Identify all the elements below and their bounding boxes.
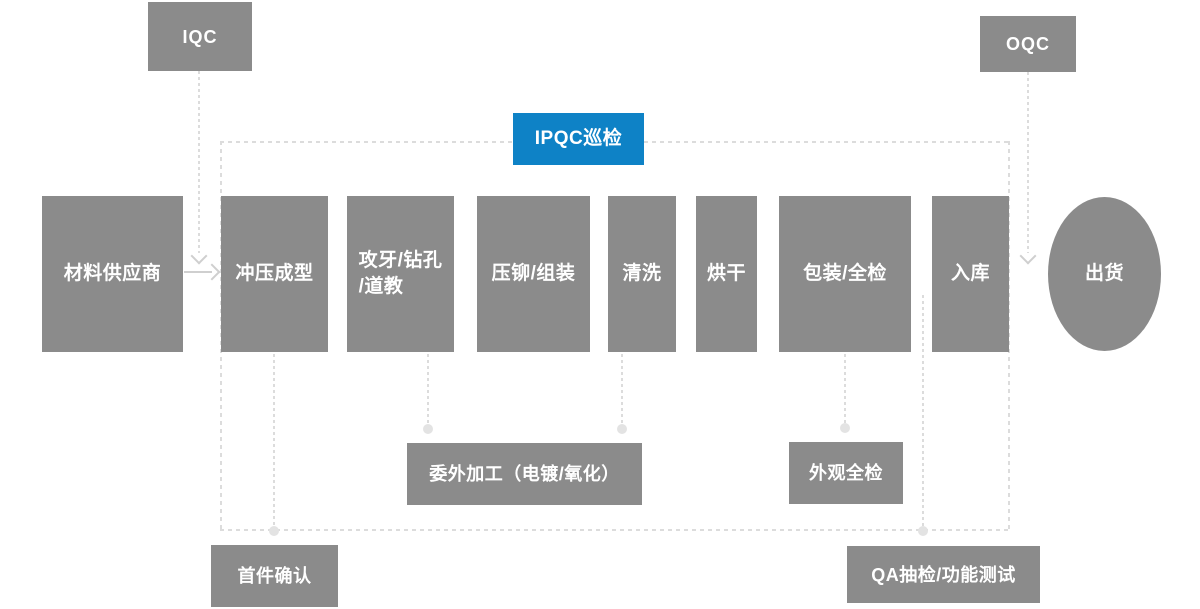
arrow-supplier-to-stamping [184,271,212,273]
first-article-label: 首件确认 [237,566,312,586]
node-outsourcing-process: 委外加工（电镀/氧化） [407,443,642,505]
oqc-label: OQC [1005,34,1050,54]
connector-stamping-to-first-article [273,354,275,527]
flow-step-stamping: 冲压成型 [221,196,328,352]
flow-step-drying: 烘干 [696,196,757,352]
node-iqc: IQC [148,2,252,71]
tapping-drilling-label: 攻牙/钻孔 /道教 [358,250,443,297]
warehousing-label: 入库 [950,263,990,284]
flow-step-packaging-inspection: 包装/全检 [779,196,911,352]
arrowhead-down-icon [1019,247,1037,265]
node-ipqc-inspection: IPQC巡检 [513,113,644,165]
connector-dot [918,526,928,536]
flow-step-cleaning: 清洗 [608,196,676,352]
connector-tapping-to-outsourcing [427,354,429,424]
arrowhead-right-icon [203,263,221,281]
node-qa-sampling-test: QA抽检/功能测试 [847,546,1040,603]
node-oqc: OQC [980,16,1076,72]
riveting-assembly-label: 压铆/组装 [491,263,576,284]
packaging-inspection-label: 包装/全检 [803,263,887,284]
connector-dot [840,423,850,433]
connector-dot [423,424,433,434]
outsourcing-label: 委外加工（电镀/氧化） [429,464,620,484]
arrowhead-down-icon [190,247,208,265]
shipment-label: 出货 [1084,263,1124,284]
material-supplier-label: 材料供应商 [63,263,162,284]
connector-packaging-to-appearance [844,354,846,423]
flow-step-shipment: 出货 [1048,197,1161,351]
node-first-article-confirmation: 首件确认 [211,545,338,607]
qa-sampling-label: QA抽检/功能测试 [871,564,1016,585]
ipqc-label: IPQC巡检 [534,128,623,149]
iqc-label: IQC [182,26,218,47]
node-appearance-inspection: 外观全检 [789,442,903,504]
connector-cleaning-to-outsourcing [621,354,623,424]
flow-step-warehousing: 入库 [932,196,1009,352]
cleaning-label: 清洗 [622,263,662,284]
flow-step-tapping-drilling: 攻牙/钻孔 /道教 [347,196,454,352]
drying-label: 烘干 [706,263,746,284]
stamping-label: 冲压成型 [235,263,314,284]
appearance-inspection-label: 外观全检 [809,463,883,483]
connector-qa-sampling-line [922,295,924,527]
connector-dot [617,424,627,434]
flow-step-riveting-assembly: 压铆/组装 [477,196,590,352]
flow-step-material-supplier: 材料供应商 [42,196,183,352]
connector-dot [269,526,279,536]
connector-iqc-line [198,71,200,253]
connector-oqc-line [1027,72,1029,253]
